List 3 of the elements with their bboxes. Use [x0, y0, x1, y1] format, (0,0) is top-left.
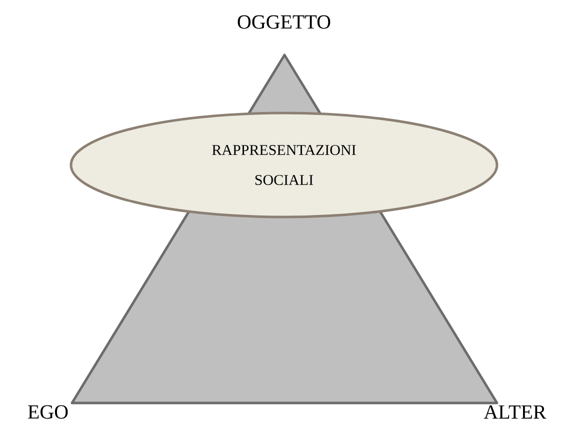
corner-label: ALTER: [484, 405, 546, 419]
corner-label: EGO: [28, 405, 68, 419]
corner-label: OGGETTO: [238, 15, 330, 29]
